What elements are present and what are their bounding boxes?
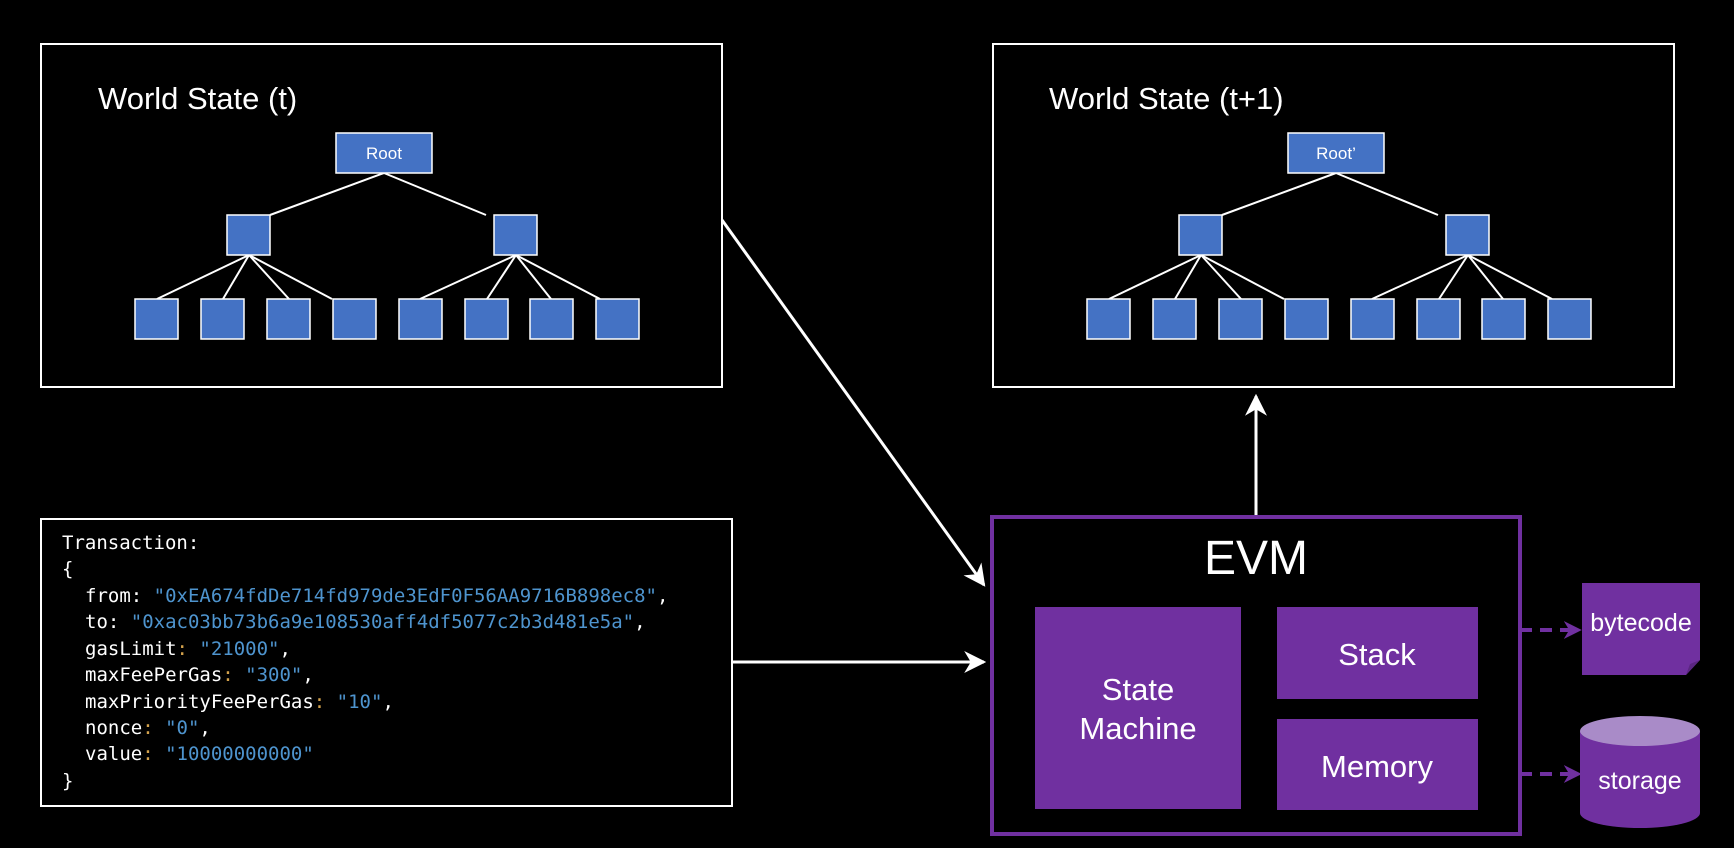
root-prime-node-label: Root’ [1316, 144, 1356, 163]
tree-branch-node [1178, 214, 1223, 256]
world-state-after-title: World State (t+1) [1049, 81, 1284, 116]
tree-leaf-node [1547, 298, 1592, 340]
bytecode-label: bytecode [1590, 609, 1691, 637]
tree-leaf-node [332, 298, 377, 340]
tree-leaf-node [398, 298, 443, 340]
state-tree-after: Root’ [1086, 132, 1592, 340]
transaction-field-from: from: "0xEA674fdDe714fd979de3EdF0F56AA97… [85, 585, 668, 607]
tree-leaf-node [529, 298, 574, 340]
transaction-field-maxfeepergas: maxFeePerGas: "300", [85, 664, 314, 686]
memory-label: Memory [1321, 749, 1433, 784]
root-prime-node [1287, 132, 1385, 174]
tree-leaf-node [1218, 298, 1263, 340]
tree-branch-node [226, 214, 271, 256]
stack-block: Stack [1277, 607, 1478, 699]
transaction-field-nonce: nonce: "0", [85, 717, 211, 739]
tree-leaf-node [1086, 298, 1131, 340]
tree-leaf-node [266, 298, 311, 340]
storage-label: storage [1598, 767, 1681, 795]
transaction-header: Transaction: [62, 532, 199, 554]
world-state-before-title: World State (t) [98, 81, 297, 116]
tree-leaf-node [134, 298, 179, 340]
arrow-world-state-to-evm [720, 219, 986, 587]
evm-title: EVM [1204, 532, 1308, 585]
memory-block: Memory [1277, 719, 1478, 810]
transaction-open-brace: { [62, 558, 73, 580]
transaction-field-to: to: "0xac03bb73b6a9e108530aff4df5077c2b3… [85, 611, 646, 633]
root-node-label: Root [366, 144, 402, 163]
state-machine-label-line2: Machine [1079, 711, 1196, 746]
world-state-after-panel: World State (t+1) Root’ [992, 43, 1675, 388]
transaction-field-value: value: "10000000000" [85, 743, 314, 765]
root-node [335, 132, 433, 174]
tree-leaf-node [595, 298, 640, 340]
tree-branch-node [1445, 214, 1490, 256]
tree-leaf-node [1284, 298, 1329, 340]
tree-leaf-node [1481, 298, 1526, 340]
state-machine-block: State Machine [1035, 607, 1241, 809]
storage-cylinder: storage [1580, 716, 1700, 828]
tree-branch-node [493, 214, 538, 256]
transaction-close-brace: } [62, 770, 73, 792]
bytecode-document: bytecode [1582, 583, 1700, 675]
transaction-field-maxpriorityfeepergas: maxPriorityFeePerGas: "10", [85, 691, 394, 713]
world-state-before-panel: World State (t) Root [40, 43, 723, 388]
transaction-panel: Transaction: { from: "0xEA674fdDe714fd97… [40, 518, 733, 807]
stack-label: Stack [1338, 637, 1416, 672]
tree-leaf-node [1350, 298, 1395, 340]
tree-leaf-node [464, 298, 509, 340]
transaction-field-gaslimit: gasLimit: "21000", [85, 638, 291, 660]
tree-leaf-node [1416, 298, 1461, 340]
state-machine-label: State [1102, 672, 1174, 707]
tree-leaf-node [200, 298, 245, 340]
evm-panel: EVM State Machine Stack Memory [990, 515, 1522, 836]
tree-leaf-node [1152, 298, 1197, 340]
state-tree-before: Root [134, 132, 640, 340]
